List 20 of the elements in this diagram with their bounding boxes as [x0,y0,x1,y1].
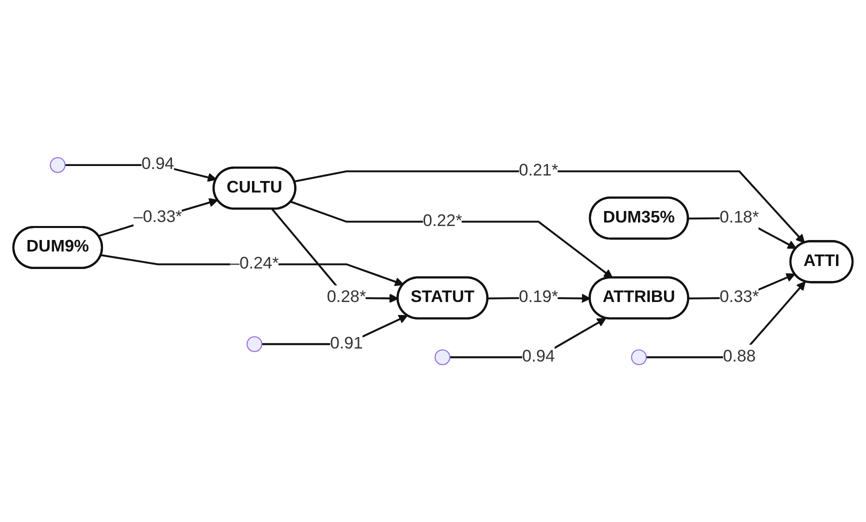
edge-label: 0.94 [141,155,174,174]
arrow [290,200,613,278]
node-circle [50,156,66,173]
edge-label: 0.88 [722,348,756,366]
node-circle [434,349,450,365]
edge-label: 0.18* [720,208,759,226]
arrow [98,198,218,237]
arrow [646,281,806,358]
edge-label: 0.33* [720,288,759,306]
edge-label: –0.33* [134,208,182,226]
edge-label: 0.21* [518,162,558,180]
arrow [294,170,805,244]
edge-label: 0.19* [518,288,558,306]
edge-label: 0.91 [330,334,363,352]
node-circle [631,349,647,365]
edge-label: 0.22* [422,212,462,230]
edge-label: 0.28* [326,288,366,306]
node-circle [246,336,262,352]
edge-label: –0.24* [230,254,279,273]
edge-label: 0.94 [522,348,555,366]
